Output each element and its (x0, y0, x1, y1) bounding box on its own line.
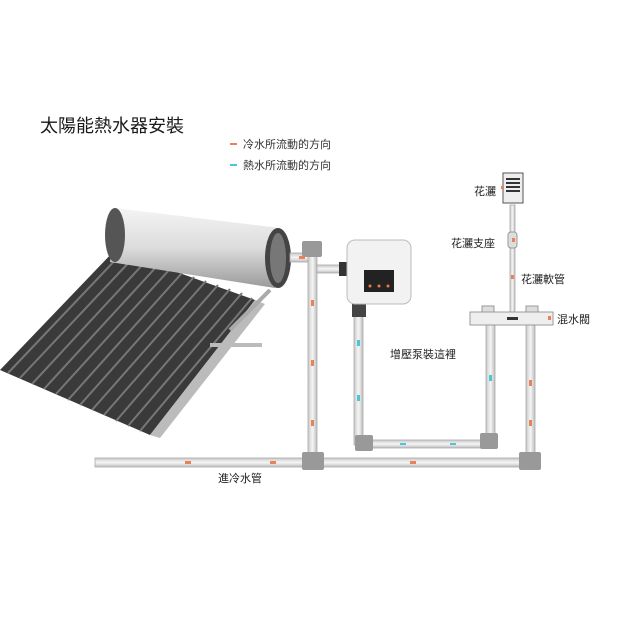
label-pump: 增壓泵裝這裡 (390, 348, 456, 361)
legend-hot: 熱水所流動的方向 (230, 157, 331, 173)
water-tank (105, 208, 291, 288)
solar-tube-array (0, 250, 272, 438)
cold-flow-swatch (230, 143, 237, 145)
hot-flow-swatch (230, 164, 237, 166)
label-mixing-valve: 混水閥 (557, 313, 590, 326)
legend-hot-label: 熱水所流動的方向 (243, 159, 331, 172)
shower-head (502, 172, 524, 204)
label-shower-head: 花灑 (474, 185, 496, 198)
cold-flow-markers (185, 186, 551, 464)
legend-cold: 冷水所流動的方向 (230, 136, 331, 152)
label-shower-holder: 花灑支座 (451, 237, 495, 250)
pipe-fittings (302, 231, 541, 470)
label-cold-inlet: 進冷水管 (218, 472, 262, 485)
mixing-valve (469, 305, 554, 326)
booster-pump (346, 239, 412, 305)
page-title: 太陽能熱水器安裝 (40, 116, 184, 137)
hot-flow-markers (357, 340, 492, 445)
legend-cold-label: 冷水所流動的方向 (243, 138, 331, 151)
label-shower-hose: 花灑軟管 (521, 273, 565, 286)
